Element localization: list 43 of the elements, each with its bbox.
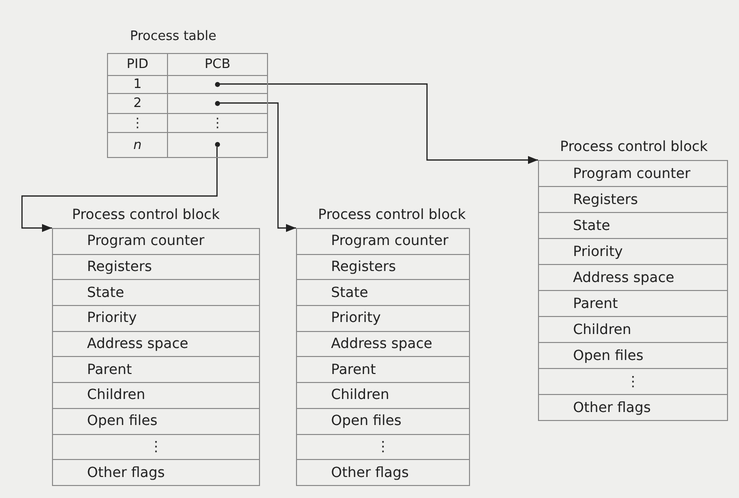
table-cell: Children (297, 383, 469, 409)
table-heading: Process control block (560, 139, 708, 155)
arrow (220, 102, 296, 232)
table-cell: Open files (297, 408, 469, 434)
table-cell: State (53, 280, 259, 306)
table-cell: Parent (539, 291, 727, 317)
table-cell: Program counter (297, 229, 469, 255)
table-cell: Address space (53, 332, 259, 358)
table-cell: Priority (53, 306, 259, 332)
table-cell: State (297, 280, 469, 306)
table-cell: ⋮ (297, 434, 469, 460)
pointer-dot (214, 82, 220, 86)
table-cell: Other flags (297, 460, 469, 486)
arrow (220, 83, 538, 164)
table-cell: Registers (53, 254, 259, 280)
pointer-dot (214, 100, 220, 106)
table-cell: Address space (297, 332, 469, 358)
table-heading: Process control block (72, 207, 220, 223)
table-cell: n (107, 132, 168, 158)
table-cell: Registers (297, 254, 469, 280)
table-cell: Children (539, 317, 727, 343)
table-cell: Open files (539, 343, 727, 369)
table-cell: Program counter (539, 161, 727, 187)
table-cell: ⋮ (53, 434, 259, 460)
table-cell: Open files (53, 408, 259, 434)
table-cell: Other flags (53, 460, 259, 486)
table-heading: Process control block (318, 207, 466, 223)
table-cell: PCB (167, 53, 268, 76)
table-cell: Parent (53, 357, 259, 384)
table-cell: Priority (539, 239, 727, 265)
table-cell: State (539, 213, 727, 239)
table-cell: ⋮ (539, 369, 727, 395)
table-cell: Address space (539, 265, 727, 291)
table-cell: Other flags (539, 395, 727, 421)
table-cell: Priority (297, 306, 469, 332)
arrow (21, 147, 218, 232)
table-cell: Parent (297, 357, 469, 384)
table-cell: Registers (539, 187, 727, 213)
table-cell: Program counter (53, 229, 259, 255)
table-cell: Children (53, 383, 259, 409)
pointer-dot (214, 142, 220, 147)
table-title: Process table (130, 29, 216, 44)
table-cell: PID (107, 53, 168, 76)
